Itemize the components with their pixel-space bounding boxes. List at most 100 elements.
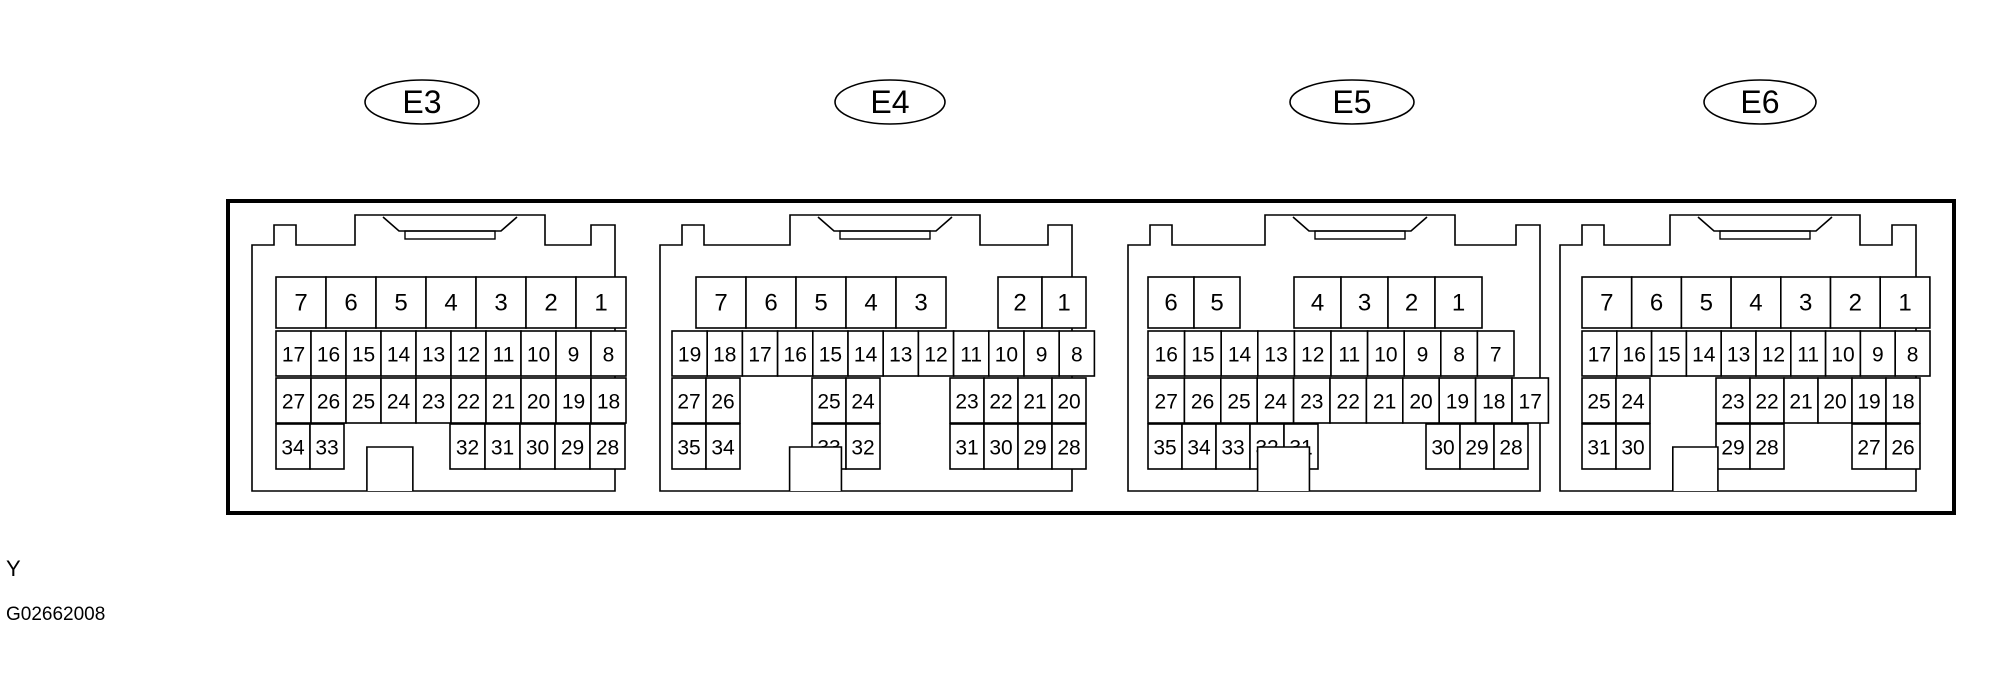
pin-number: 23: [955, 391, 978, 414]
pin-number: 34: [711, 437, 735, 460]
pin-number: 28: [596, 437, 619, 460]
pin-number: 23: [422, 391, 445, 414]
pin-cell: [1023, 330, 1061, 377]
pin-cell: [1403, 330, 1442, 377]
pin-number: 6: [764, 290, 777, 317]
pin-cell: [695, 276, 747, 329]
pin-cell: [847, 330, 885, 377]
connector-key-notch: [1256, 446, 1311, 491]
pin-number: 16: [317, 344, 340, 367]
pin-number: 26: [711, 391, 734, 414]
connector-latch: [817, 216, 953, 232]
pin-cell: [325, 276, 377, 329]
pin-cell: [345, 330, 382, 377]
pin-number: 9: [1417, 344, 1429, 367]
pin-cell: [1851, 423, 1887, 470]
pin-number: 17: [748, 344, 771, 367]
pin-cell: [1181, 423, 1217, 470]
pin-cell: [590, 330, 627, 377]
pin-number: 7: [1490, 344, 1502, 367]
pin-number: 22: [457, 391, 480, 414]
pin-number: 4: [444, 290, 457, 317]
pin-number: 29: [1023, 437, 1046, 460]
pin-number: 35: [1153, 437, 1176, 460]
pin-number: 13: [1264, 344, 1287, 367]
pin-number: 17: [1519, 391, 1542, 414]
connector-label: E4: [870, 84, 909, 120]
pin-number: 14: [387, 344, 411, 367]
pin-number: 14: [1228, 344, 1252, 367]
pin-number: 20: [1823, 391, 1846, 414]
pin-number: 20: [527, 391, 550, 414]
pin-cell: [1680, 276, 1732, 329]
pin-number: 34: [1187, 437, 1211, 460]
pin-number: 16: [1623, 344, 1646, 367]
pin-number: 2: [1849, 290, 1862, 317]
pin-cell: [1365, 377, 1404, 424]
pin-number: 7: [294, 290, 307, 317]
pin-cell: [1581, 377, 1617, 424]
pin-cell: [450, 377, 487, 424]
pin-cell: [1749, 423, 1785, 470]
connector-latch: [1697, 216, 1833, 232]
pin-number: 24: [387, 391, 411, 414]
pin-cell: [1615, 423, 1651, 470]
pin-cell: [1193, 276, 1241, 329]
pin-number: 32: [456, 437, 479, 460]
pin-cell: [375, 276, 427, 329]
connector-label: E5: [1332, 84, 1371, 120]
pin-number: 19: [1446, 391, 1469, 414]
connector-latch-tab: [1719, 230, 1811, 240]
pin-number: 28: [1499, 437, 1522, 460]
pin-cell: [1017, 423, 1053, 470]
pin-number: 28: [1057, 437, 1080, 460]
pin-cell: [520, 330, 557, 377]
pin-number: 15: [1657, 344, 1680, 367]
pin-number: 12: [1301, 344, 1324, 367]
pin-cell: [845, 377, 881, 424]
pin-cell: [1615, 377, 1651, 424]
pin-cell: [705, 377, 741, 424]
pin-number: 12: [1762, 344, 1785, 367]
pin-number: 21: [1789, 391, 1812, 414]
pin-number: 3: [914, 290, 927, 317]
pin-number: 6: [1164, 290, 1177, 317]
pin-number: 14: [854, 344, 878, 367]
pin-number: 28: [1755, 437, 1778, 460]
pin-number: 5: [1210, 290, 1223, 317]
pin-number: 33: [315, 437, 338, 460]
pin-number: 27: [282, 391, 305, 414]
pin-cell: [1147, 423, 1183, 470]
pin-cell: [555, 377, 592, 424]
pin-cell: [1885, 377, 1921, 424]
pin-number: 32: [851, 437, 874, 460]
pin-number: 7: [714, 290, 727, 317]
pin-number: 8: [1907, 344, 1919, 367]
pin-cell: [1147, 276, 1195, 329]
pin-number: 5: [1700, 290, 1713, 317]
pin-cell: [1330, 330, 1369, 377]
pin-cell: [952, 330, 990, 377]
pin-number: 4: [864, 290, 877, 317]
pin-cell: [997, 276, 1043, 329]
pin-number: 7: [1600, 290, 1613, 317]
pin-cell: [1387, 276, 1436, 329]
pin-cell: [1293, 276, 1342, 329]
pin-cell: [705, 423, 741, 470]
pin-cell: [671, 330, 709, 377]
pin-number: 10: [1831, 344, 1854, 367]
pin-number: 16: [784, 344, 807, 367]
pin-cell: [1147, 330, 1186, 377]
pin-number: 24: [1264, 391, 1288, 414]
connector-label: E6: [1740, 84, 1779, 120]
pin-number: 26: [317, 391, 340, 414]
pin-cell: [1824, 330, 1862, 377]
pin-number: 35: [677, 437, 700, 460]
pin-number: 2: [1013, 290, 1026, 317]
pin-number: 30: [1621, 437, 1644, 460]
pin-number: 10: [1374, 344, 1397, 367]
pin-cell: [1650, 330, 1688, 377]
pin-cell: [309, 423, 345, 470]
pin-number: 3: [1799, 290, 1812, 317]
pin-number: 22: [989, 391, 1012, 414]
